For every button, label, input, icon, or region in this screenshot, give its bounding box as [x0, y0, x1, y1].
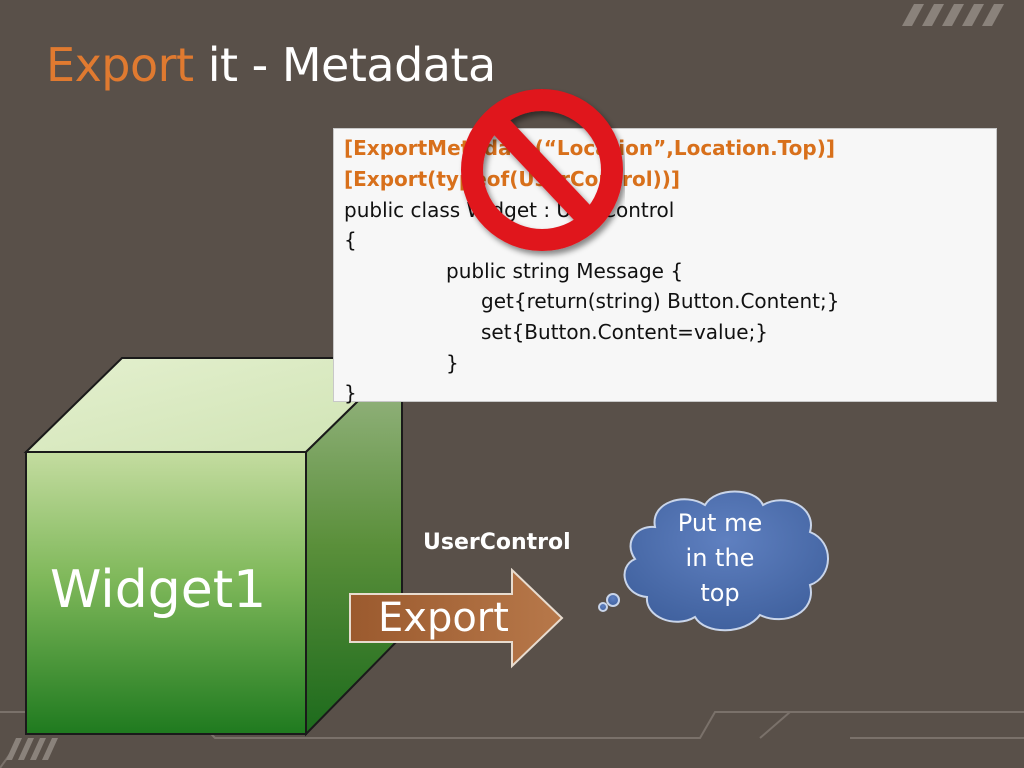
cloud-callout-text: Put me in the top [660, 506, 780, 611]
cloud-line-3: top [700, 579, 740, 607]
code-line-getter: get{return(string) Button.Content;} [481, 289, 840, 313]
code-line-export-metadata: [ExportMetadata(“Location”,Location.Top)… [344, 136, 835, 160]
code-line-close-brace: } [344, 381, 357, 405]
code-line-open-brace: { [344, 228, 357, 252]
decorative-stripes-bottom [6, 738, 58, 760]
code-line-setter: set{Button.Content=value;} [481, 320, 769, 344]
thought-cloud [598, 490, 829, 632]
decorative-stripes-top [902, 4, 1004, 26]
code-line-export: [Export(typeof(UserControl))] [344, 167, 681, 191]
code-line-inner-close: } [446, 351, 459, 375]
export-label: Export [378, 595, 509, 641]
title-accent: Export [46, 38, 194, 92]
page-title: Export it - Metadata [46, 38, 496, 92]
prohibition-icon [461, 89, 623, 251]
title-rest: it - Metadata [193, 38, 497, 92]
code-panel: [ExportMetadata(“Location”,Location.Top)… [333, 128, 997, 405]
export-arrow [349, 568, 564, 669]
cloud-line-1: Put me [677, 509, 763, 537]
widget-label: Widget1 [50, 560, 267, 620]
usercontrol-label: UserControl [423, 530, 571, 555]
code-line-property: public string Message { [446, 259, 684, 283]
cloud-line-2: in the [685, 544, 755, 572]
